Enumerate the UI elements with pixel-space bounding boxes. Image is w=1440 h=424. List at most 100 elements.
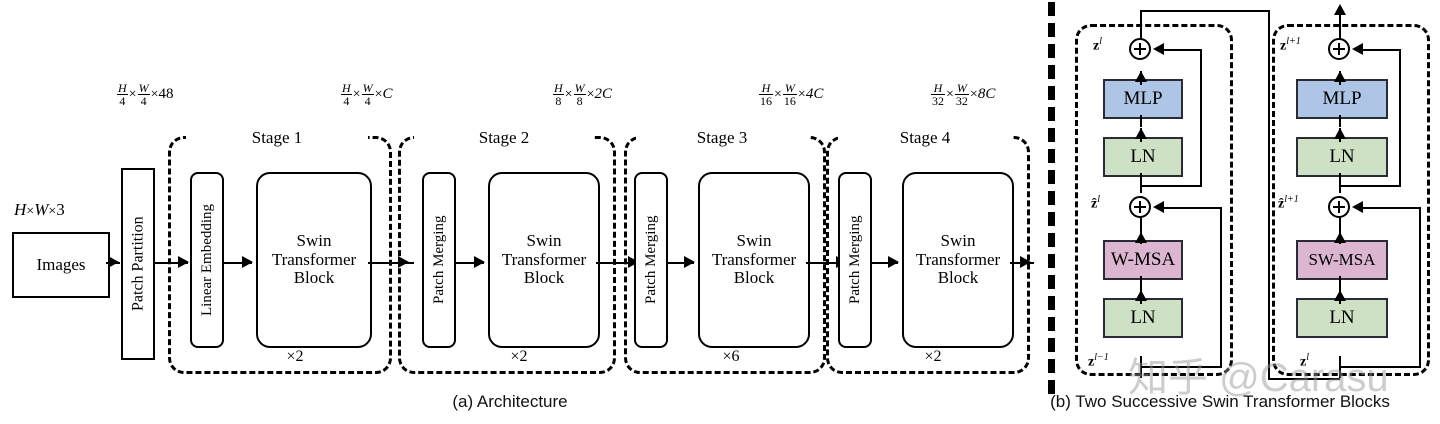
block-l1-skip2-right [1399, 49, 1401, 186]
patch-partition-box[interactable]: Patch Partition [121, 168, 155, 360]
stage-2-multiplier: ×2 [464, 348, 574, 366]
block-l1-output-label: zl+1 [1280, 36, 1301, 54]
stage-3-multiplier: ×6 [676, 348, 786, 366]
caption-b: (b) Two Successive Swin Transformer Bloc… [1050, 392, 1390, 411]
stage-3-swin-block[interactable]: Swin Transformer Block [698, 172, 810, 348]
block-l1-seg-6 [1339, 115, 1341, 127]
stage-1-multiplier: ×2 [240, 348, 350, 366]
block-l1-mid-label: ẑl+1 [1278, 194, 1299, 212]
block-l-seg-1 [1140, 276, 1142, 290]
block-l1-ln-top[interactable]: LN [1296, 137, 1388, 177]
block-l1-skip1-head [1352, 201, 1363, 213]
block-l1-ln-bottom-label: LN [1329, 307, 1355, 328]
block-l1-skip1-top [1359, 207, 1421, 209]
block-l-ln-bottom[interactable]: LN [1103, 298, 1183, 338]
block-l-seg-6 [1140, 115, 1142, 127]
block-l1-mlp[interactable]: MLP [1296, 79, 1388, 119]
block-l-mlp[interactable]: MLP [1103, 79, 1183, 119]
stage-4-patch-merging-box[interactable]: Patch Merging [838, 172, 872, 348]
block-l1-seg-3 [1339, 196, 1341, 242]
arrow-s1a-head [242, 256, 253, 268]
arrow-s2-to-s3-head [628, 256, 639, 268]
block-l1-seg-7 [1339, 71, 1341, 85]
input-dim-w: W [34, 200, 49, 219]
patch-partition-label: Patch Partition [129, 216, 147, 312]
block-l-seg-3 [1140, 196, 1142, 242]
block-l1-skip1-bottom [1339, 366, 1421, 368]
stage-1-linear-embedding-label: Linear Embedding [198, 203, 215, 317]
block-l-skip1-bottom [1140, 366, 1222, 368]
block-l-seg-out [1140, 10, 1142, 40]
arrow-images-to-patch-partition-head [108, 256, 119, 268]
block-l1-seg-5 [1339, 128, 1341, 142]
arrow-pp-to-stage1-line [154, 262, 188, 264]
block-l-ln-top-label: LN [1130, 146, 1156, 167]
block-l1-swmsa-label: SW-MSA [1308, 250, 1376, 269]
arrow-s4-out-head [1020, 256, 1031, 268]
block-l1-ln-top-label: LN [1329, 146, 1355, 167]
block-l-skip1-top [1160, 207, 1222, 209]
stage-4-multiplier: ×2 [878, 348, 988, 366]
block-l1-skip2-bottom [1339, 185, 1401, 187]
block-l1-skip2-head [1352, 43, 1363, 55]
block-l-input-label: zl−1 [1088, 352, 1109, 370]
block-l1-input-label: zl [1300, 352, 1309, 370]
stage-3-patch-merging-label: Patch Merging [642, 215, 659, 305]
stage-1-swin-block-label: Swin Transformer Block [271, 231, 357, 288]
block-l-mid-label: ẑl [1091, 194, 1100, 212]
block-l-mlp-label: MLP [1123, 88, 1163, 109]
block-l-seg-0 [1140, 290, 1142, 304]
block-l1-seg-4 [1339, 173, 1341, 193]
arrow-s1-to-s2-head [398, 256, 409, 268]
block-l1-skip1-right [1419, 207, 1421, 367]
stage-4-swin-block-label: Swin Transformer Block [915, 231, 1001, 288]
stage-4-title: Stage 4 [838, 128, 1012, 148]
block-l-out-to-right-top [1140, 10, 1270, 12]
block-l1-skip2-top [1359, 49, 1401, 51]
panel-divider [1048, 2, 1055, 394]
block-l1-container [1272, 24, 1430, 376]
arrow-s3a-head [684, 256, 695, 268]
block-l-wmsa-label: W-MSA [1110, 249, 1176, 270]
stage-2-title: Stage 2 [414, 128, 594, 148]
stage-2-patch-merging-label: Patch Merging [430, 215, 447, 305]
block-l-skip2-right [1200, 49, 1202, 186]
block-l-seg-4 [1140, 173, 1142, 193]
stage-4-swin-block[interactable]: Swin Transformer Block [902, 172, 1014, 348]
stage-2-swin-block[interactable]: Swin Transformer Block [488, 172, 600, 348]
arrow-s2-to-s3-line [596, 262, 644, 264]
block-l1-ln-bottom[interactable]: LN [1296, 298, 1388, 338]
block-l-residual-add-1 [1129, 196, 1151, 218]
block-l1-mlp-label: MLP [1322, 88, 1362, 109]
stage-1-linear-embedding-box[interactable]: Linear Embedding [190, 172, 224, 348]
images-box[interactable]: Images [12, 232, 110, 298]
block-l-skip1-right [1220, 207, 1222, 367]
block-l-wmsa[interactable]: W-MSA [1103, 240, 1183, 280]
block-l-output-label: zl [1093, 36, 1102, 54]
block-l-out-to-right-bottom [1268, 378, 1340, 380]
block-l-skip1-head [1153, 201, 1164, 213]
block-l-ln-bottom-label: LN [1130, 307, 1156, 328]
arrow-s1a-line [222, 262, 252, 264]
block-l-seg-5 [1140, 128, 1142, 142]
block-l-ln-top[interactable]: LN [1103, 137, 1183, 177]
block-l1-swmsa[interactable]: SW-MSA [1296, 240, 1388, 280]
input-dimension-label: H×W×3 [14, 200, 65, 219]
block-l-skip2-head [1153, 43, 1164, 55]
input-dim-h: H [14, 200, 27, 219]
stage-2-patch-merging-box[interactable]: Patch Merging [422, 172, 456, 348]
caption-a: (a) Architecture [452, 392, 568, 411]
block-l-skip2-top [1160, 49, 1202, 51]
images-label: Images [36, 254, 86, 274]
arrow-s3a-line [666, 262, 694, 264]
stage-1-swin-block[interactable]: Swin Transformer Block [256, 172, 372, 348]
block-l-seg-7 [1140, 71, 1142, 85]
stage-1-title: Stage 1 [186, 128, 368, 148]
block-l1-residual-add-2 [1328, 38, 1350, 60]
stage-3-patch-merging-box[interactable]: Patch Merging [634, 172, 668, 348]
block-l1-seg-1 [1339, 276, 1341, 290]
